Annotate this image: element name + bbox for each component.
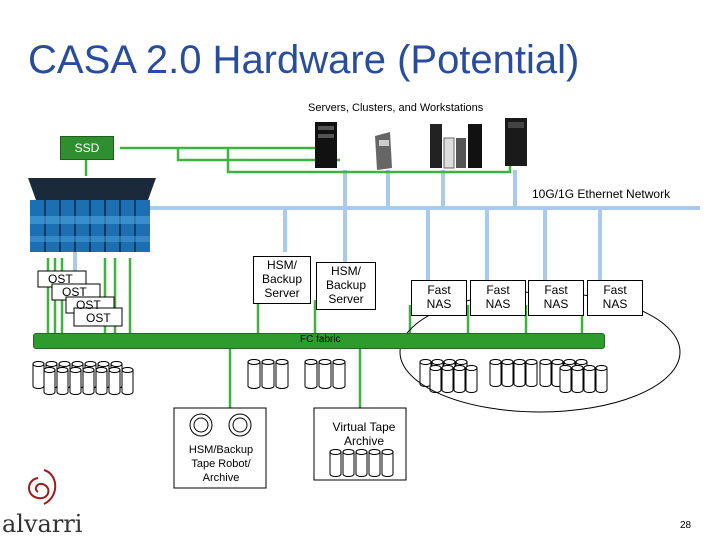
page-number: 28	[680, 520, 692, 531]
disk-cylinder-icon	[571, 365, 584, 393]
ost-box	[73, 307, 123, 327]
disk-cylinder-icon	[381, 449, 394, 477]
tower-server-icon	[505, 118, 527, 166]
fast-nas-box: Fast NAS	[411, 280, 467, 316]
disk-cylinder-icon	[489, 359, 502, 387]
ost-stack	[37, 270, 123, 327]
disk-cylinder-icon	[429, 365, 442, 393]
disk-cylinder-icon	[501, 359, 514, 387]
disk-cylinder-icon	[95, 367, 108, 395]
disk-arrays	[32, 359, 608, 395]
disk-cylinder-icon	[453, 365, 466, 393]
hsm-server-box: HSM/ Backup Server	[316, 262, 376, 310]
fast-nas-box: Fast NAS	[587, 280, 643, 316]
disk-cylinder-icon	[559, 365, 572, 393]
disk-cylinder-icon	[583, 365, 596, 393]
fast-nas-box: Fast NAS	[528, 280, 584, 316]
tape-robot-label: HSM/Backup Tape Robot/ Archive	[188, 444, 254, 484]
fc-fabric-label: FC fabric	[300, 334, 341, 345]
disk-cylinder-icon	[56, 367, 69, 395]
storage-cluster-icon	[28, 178, 156, 252]
disk-cylinder-icon	[247, 359, 261, 389]
disk-cylinder-icon	[513, 359, 526, 387]
disk-cylinder-icon	[261, 359, 275, 389]
disk-cylinder-icon	[43, 367, 56, 395]
disk-cylinder-icon	[318, 359, 332, 389]
disk-cylinder-icon	[465, 365, 478, 393]
ost-label: OST	[86, 311, 111, 325]
disk-cylinder-icon	[121, 367, 134, 395]
ost-label: OST	[62, 285, 87, 299]
server-rack-icon	[315, 122, 337, 168]
ethernet-caption: 10G/1G Ethernet Network	[532, 187, 671, 201]
virtual-tape-label: Virtual Tape Archive	[332, 420, 396, 449]
ssd-box: SSD	[60, 136, 114, 160]
disk-cylinder-icon	[368, 449, 381, 477]
disk-cylinder-icon	[355, 449, 368, 477]
fc-fabric-bar	[33, 333, 605, 349]
ost-label: OST	[76, 298, 101, 312]
disk-cylinder-icon	[342, 449, 355, 477]
disk-cylinder-icon	[419, 359, 432, 387]
fast-nas-box: Fast NAS	[470, 280, 526, 316]
tape-robot	[173, 407, 267, 489]
ethernet-network	[40, 170, 700, 282]
alvarri-logo-text: alvarri	[2, 510, 83, 538]
disk-cylinder-icon	[82, 367, 95, 395]
alvarri-logo-icon	[28, 469, 57, 505]
disk-cylinder-icon	[108, 367, 121, 395]
hsm-server-box: HSM/ Backup Server	[253, 256, 311, 304]
slide-title: CASA 2.0 Hardware (Potential)	[28, 38, 580, 82]
disk-cylinder-icon	[275, 359, 289, 389]
disk-cylinder-icon	[525, 359, 538, 387]
server-cluster-icon	[430, 124, 482, 169]
servers-caption: Servers, Clusters, and Workstations	[308, 102, 484, 114]
disk-cylinder-icon	[539, 359, 552, 387]
ost-label: OST	[48, 272, 73, 286]
disk-cylinder-icon	[329, 449, 342, 477]
disk-cylinder-icon	[441, 365, 454, 393]
disk-cylinder-icon	[304, 359, 318, 389]
disk-cylinder-icon	[69, 367, 82, 395]
disk-cylinder-icon	[332, 359, 346, 389]
workstation-icon	[375, 132, 392, 170]
disk-cylinder-icon	[595, 365, 608, 393]
disk-cylinder-icon	[32, 361, 45, 389]
